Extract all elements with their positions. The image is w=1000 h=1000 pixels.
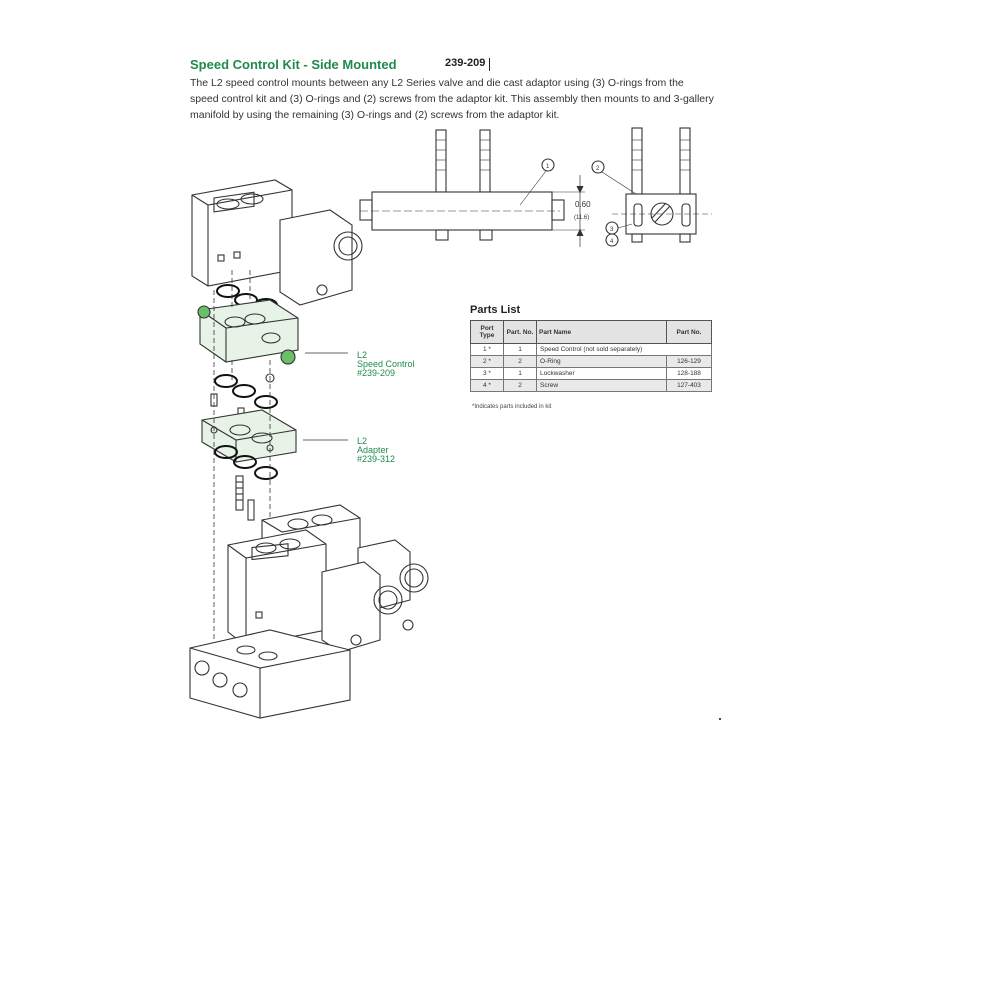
manifold-block: [189, 629, 351, 719]
o-rings-lower: [214, 445, 278, 480]
speed-control-callout: L2 Speed Control #239-209: [357, 350, 415, 378]
dimension-inch: 0.60: [575, 200, 591, 209]
header-part-name: Part Name: [536, 320, 667, 344]
bubble-1-label: 1: [546, 164, 550, 170]
bubble-3-label: 3: [610, 227, 614, 233]
title-row: Speed Control Kit - Side Mounted 239-209: [190, 57, 710, 73]
speed-control-body: [197, 299, 299, 383]
parts-list-title: Parts List: [470, 304, 521, 316]
header-port-type: Port Type: [470, 320, 504, 344]
lower-valve-front: [227, 529, 414, 653]
bubble-4-label: 4: [610, 239, 614, 245]
top-valve: [191, 179, 363, 306]
table-row: 4 * 2 Screw 127-403: [470, 379, 712, 392]
parts-footnote: *Indicates parts included in kit: [472, 404, 552, 410]
table-row: 2 * 2 O-Ring 126-129: [470, 355, 712, 368]
stray-mark: [719, 718, 721, 720]
parts-header-row: Port Type Part. No. Part Name Part No.: [470, 320, 712, 344]
dimension-mm: (11.6): [574, 215, 589, 221]
kit-part-number: 239-209: [445, 57, 486, 69]
callout-leaders: [303, 352, 348, 441]
page-title: Speed Control Kit - Side Mounted: [190, 57, 397, 72]
detail-end-view: [591, 127, 712, 247]
header-part-number: Part No.: [666, 320, 712, 344]
long-screws: [235, 475, 255, 521]
adapter-callout: L2 Adapter #239-312: [357, 436, 396, 464]
kit-description: The L2 speed control mounts between any …: [190, 77, 714, 121]
table-row: 1 * 1 Speed Control (not sold separately…: [470, 343, 712, 356]
parts-list-table: Port Type Part. No. Part Name Part No. 1…: [470, 320, 712, 392]
text-cursor: [489, 58, 490, 71]
detail-side-view: [359, 129, 585, 247]
header-part-qty: Part. No.: [503, 320, 537, 344]
bubble-2-label: 2: [596, 166, 600, 172]
table-row: 3 * 1 Lockwasher 128-188: [470, 367, 712, 380]
o-rings-middle: [214, 374, 278, 409]
